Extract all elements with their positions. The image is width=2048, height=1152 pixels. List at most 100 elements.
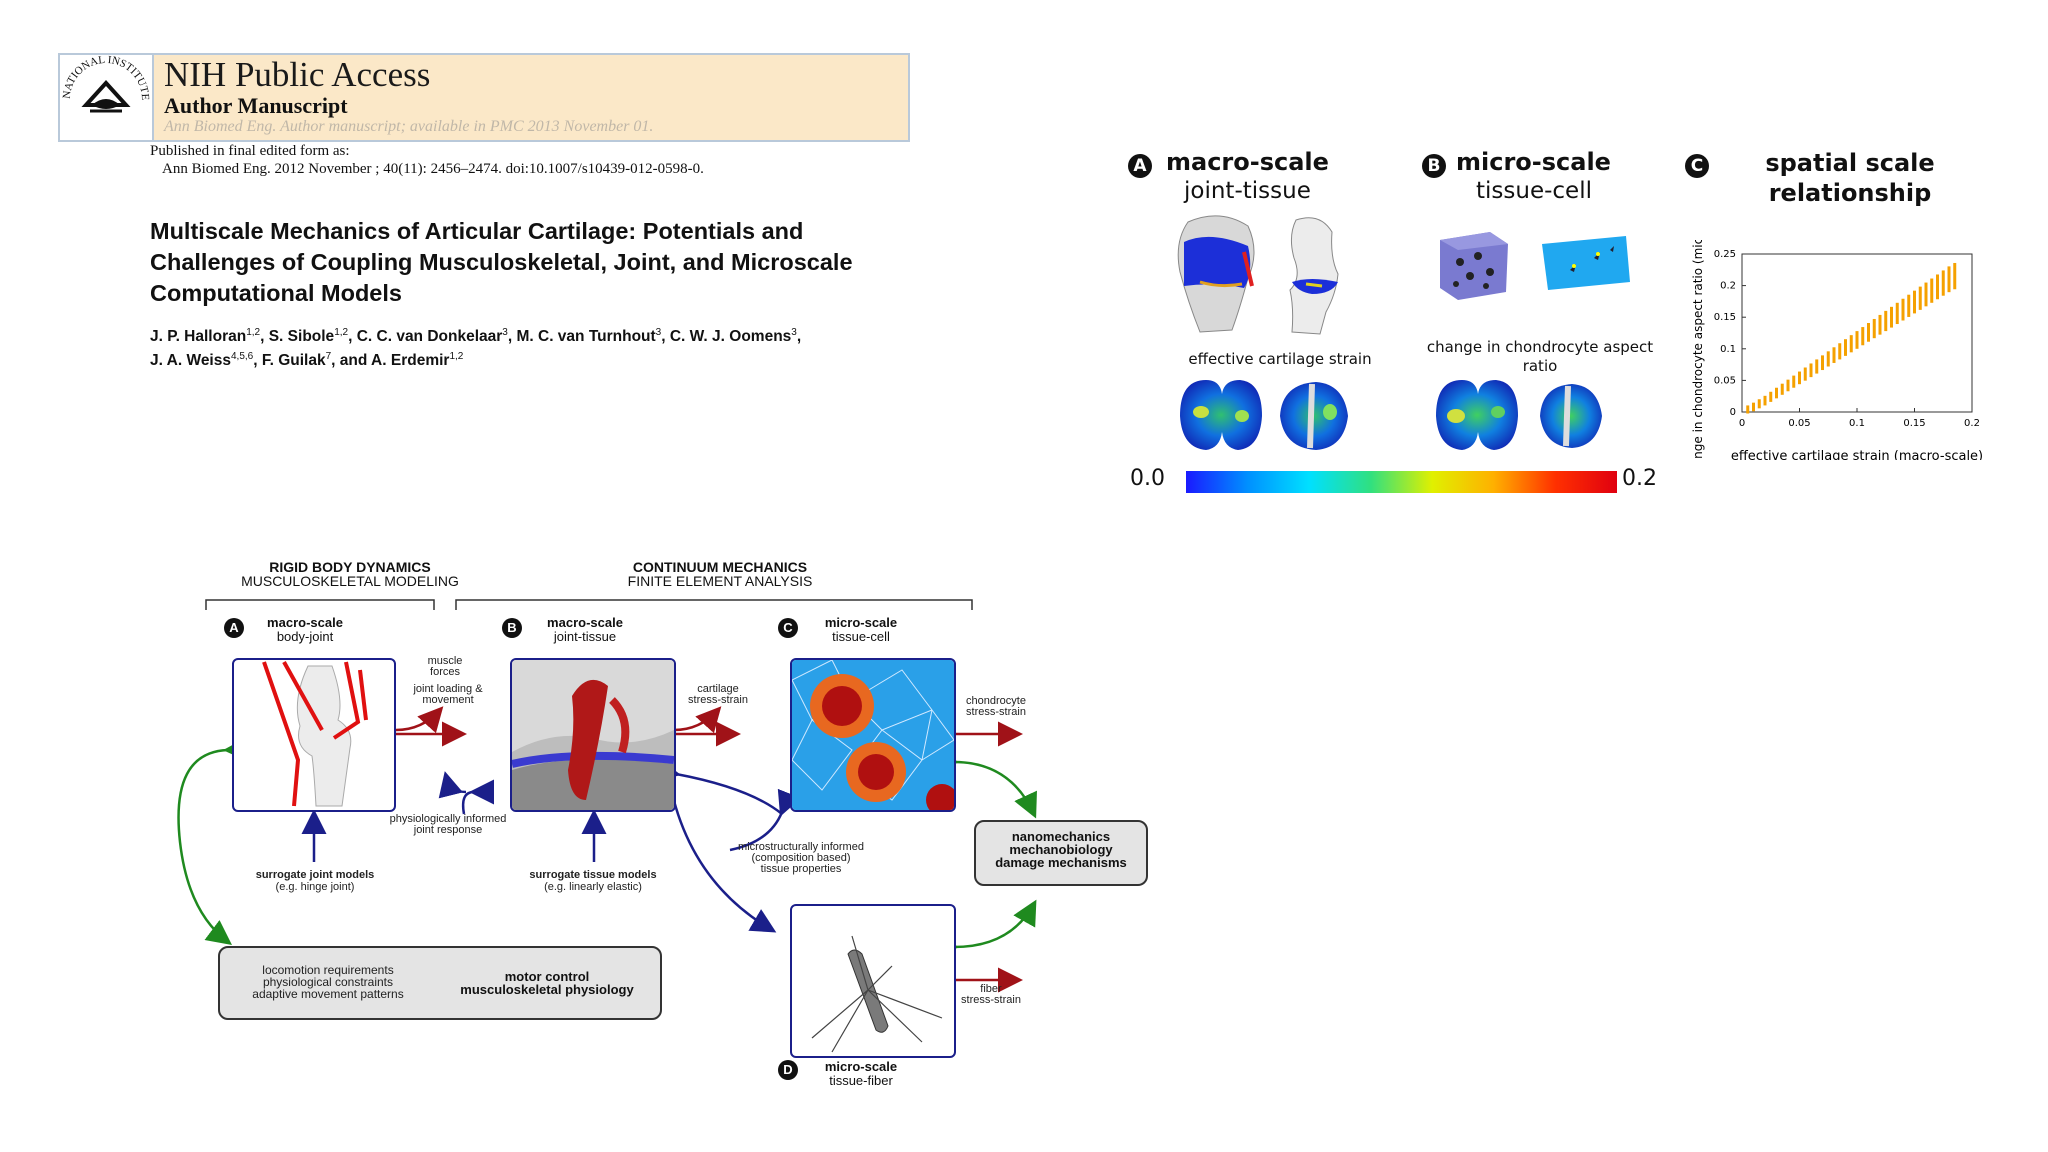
nih-subtitle: Author Manuscript (164, 93, 348, 118)
panel-b-caption: change in chondrocyte aspect ratio (1426, 338, 1654, 375)
tissue-fiber-illustration (811, 935, 943, 1053)
panel-a-sub: joint-tissue (1184, 178, 1311, 204)
node-c-sub: tissue-cell (832, 629, 890, 644)
edge-micro-line-2: (composition based) (751, 852, 851, 864)
edge-cartilage-label: cartilage stress-strain (678, 684, 758, 706)
panel-a-letter: A (1128, 154, 1152, 178)
nih-banner (154, 55, 908, 140)
panel-a-caption: effective cartilage strain (1188, 350, 1372, 368)
section-rigid-sub: MUSCULOSKELETAL MODELING (241, 573, 459, 589)
availability-note: Ann Biomed Eng. Author manuscript; avail… (164, 118, 654, 135)
surrogate-tissue-title: surrogate tissue models (529, 869, 657, 881)
node-c-box (790, 658, 956, 812)
x-tick-label: 0 (1739, 418, 1745, 429)
published-line: Published in final edited form as: (150, 143, 350, 159)
edge-cartilage-line-2: stress-strain (688, 694, 748, 706)
edge-chondrocyte-line-2: stress-strain (966, 706, 1026, 718)
motor-left-line-2: physiological constraints (262, 975, 394, 989)
x-axis-label: effective cartilage strain (macro-scale) (1731, 449, 1983, 460)
edge-cartilage-line-1: cartilage (697, 683, 739, 695)
node-a-box (232, 658, 396, 812)
panel-c-letter: C (1685, 154, 1709, 178)
colorbar-max: 0.2 (1622, 466, 1657, 491)
svg-text:NATIONAL INSTITUTES OF HEALTH: NATIONAL INSTITUTES OF HEALTH (60, 55, 151, 101)
knee-models-illustration (1177, 215, 1339, 335)
node-d-title: micro-scale (824, 1059, 898, 1074)
motor-right-line-1: motor control (504, 969, 590, 984)
edge-fiber-line-2: stress-strain (961, 994, 1021, 1006)
figure-1: A macro-scale joint-tissue B micro-scale… (1120, 140, 2000, 500)
edge-micro-label: microstructurally informed (composition … (726, 842, 876, 875)
nano-box: nanomechanics mechanobiology damage mech… (974, 820, 1148, 886)
edge-fiber-line-1: fiber (980, 983, 1002, 995)
edge-muscle-label: muscle forces (400, 656, 490, 678)
section-rigid-title: RIGID BODY DYNAMICS (269, 559, 431, 575)
nano-line-1: nanomechanics (1011, 829, 1111, 844)
y-tick-label: 0.25 (1714, 249, 1736, 260)
y-axis-label: change in chondrocyte aspect ratio (micr… (1691, 240, 1705, 460)
colorbar-min: 0.0 (1130, 466, 1165, 491)
motor-control-box: locomotion requirements physiological co… (218, 946, 662, 1020)
nih-header: NATIONAL INSTITUTES OF HEALTH NIH Public… (56, 46, 910, 142)
figure-2: RIGID BODY DYNAMICS MUSCULOSKELETAL MODE… (170, 552, 1150, 1100)
nih-title: NIH Public Access (164, 55, 431, 94)
motor-right-text: motor control musculoskeletal physiology (442, 970, 652, 996)
edge-micro-line-1: microstructurally informed (738, 841, 864, 853)
edge-muscle-line-2: forces (430, 666, 460, 678)
node-d-sub: tissue-fiber (829, 1073, 893, 1088)
tissue-cell-illustration (792, 660, 954, 810)
strain-map-b (1436, 380, 1602, 450)
body-joint-illustration (262, 661, 368, 807)
strain-map-a (1180, 380, 1348, 450)
x-tick-label: 0.15 (1903, 418, 1925, 429)
panel-c-heading: spatial scale relationship (1765, 149, 1935, 207)
node-a-letter: A (224, 618, 244, 638)
y-tick-label: 0.15 (1714, 312, 1736, 323)
section-continuum-title: CONTINUUM MECHANICS (632, 559, 808, 575)
author-line-2: J. A. Weiss4,5,6, F. Guilak7, and A. Erd… (150, 351, 464, 370)
edge-joint-loading-line-2: movement (422, 694, 474, 706)
strain-colorbar (1186, 471, 1617, 493)
y-tick-label: 0.1 (1720, 344, 1736, 355)
node-c-letter: C (778, 618, 798, 638)
motor-right-line-2: musculoskeletal physiology (460, 982, 634, 997)
citation: Ann Biomed Eng. 2012 November ; 40(11): … (162, 161, 704, 177)
edge-muscle-line-1: muscle (427, 655, 463, 667)
surrogate-tissue-sub: (e.g. linearly elastic) (544, 881, 642, 893)
motor-left-text: locomotion requirements physiological co… (228, 964, 428, 1000)
edge-joint-loading-line-1: joint loading & (413, 683, 483, 695)
author-list: J. P. Halloran1,2, S. Sibole1,2, C. C. v… (150, 323, 930, 371)
panel-a-heading: macro-scale (1166, 148, 1329, 176)
panel-b-heading: micro-scale (1456, 148, 1611, 176)
nano-line-3: damage mechanisms (995, 855, 1127, 870)
section-continuum-sub: FINITE ELEMENT ANALYSIS (627, 573, 813, 589)
y-tick-label: 0.05 (1714, 375, 1736, 386)
panel-b-letter: B (1422, 154, 1446, 178)
node-b-sub: joint-tissue (553, 629, 617, 644)
node-c-title: micro-scale (824, 615, 898, 630)
edge-physio-line-2: joint response (413, 824, 483, 836)
nih-logo: NATIONAL INSTITUTES OF HEALTH (56, 46, 154, 140)
surrogate-joint-title: surrogate joint models (255, 869, 375, 881)
node-b-title: macro-scale (547, 615, 623, 630)
joint-tissue-illustration (512, 660, 674, 810)
motor-left-line-1: locomotion requirements (262, 963, 394, 977)
motor-left-line-3: adaptive movement patterns (252, 987, 404, 1001)
node-d-letter: D (778, 1060, 798, 1080)
edge-physio-line-1: physiologically informed (389, 813, 507, 825)
x-tick-label: 0.2 (1964, 418, 1980, 429)
edge-chondrocyte-line-1: chondrocyte (966, 695, 1026, 707)
nih-logo-text: NATIONAL INSTITUTES OF HEALTH (56, 46, 151, 101)
edge-micro-line-3: tissue properties (760, 863, 842, 875)
node-d-box (790, 904, 956, 1058)
edge-physio-label: physiologically informed joint response (378, 814, 518, 836)
node-b-letter: B (502, 618, 522, 638)
y-tick-label: 0.2 (1720, 281, 1736, 292)
node-a-title: macro-scale (267, 615, 343, 630)
x-tick-label: 0.1 (1849, 418, 1865, 429)
author-line-1: J. P. Halloran1,2, S. Sibole1,2, C. C. v… (150, 327, 802, 346)
nano-line-2: mechanobiology (1009, 842, 1113, 857)
node-b-box (510, 658, 676, 812)
cell-models-illustration (1440, 232, 1630, 300)
